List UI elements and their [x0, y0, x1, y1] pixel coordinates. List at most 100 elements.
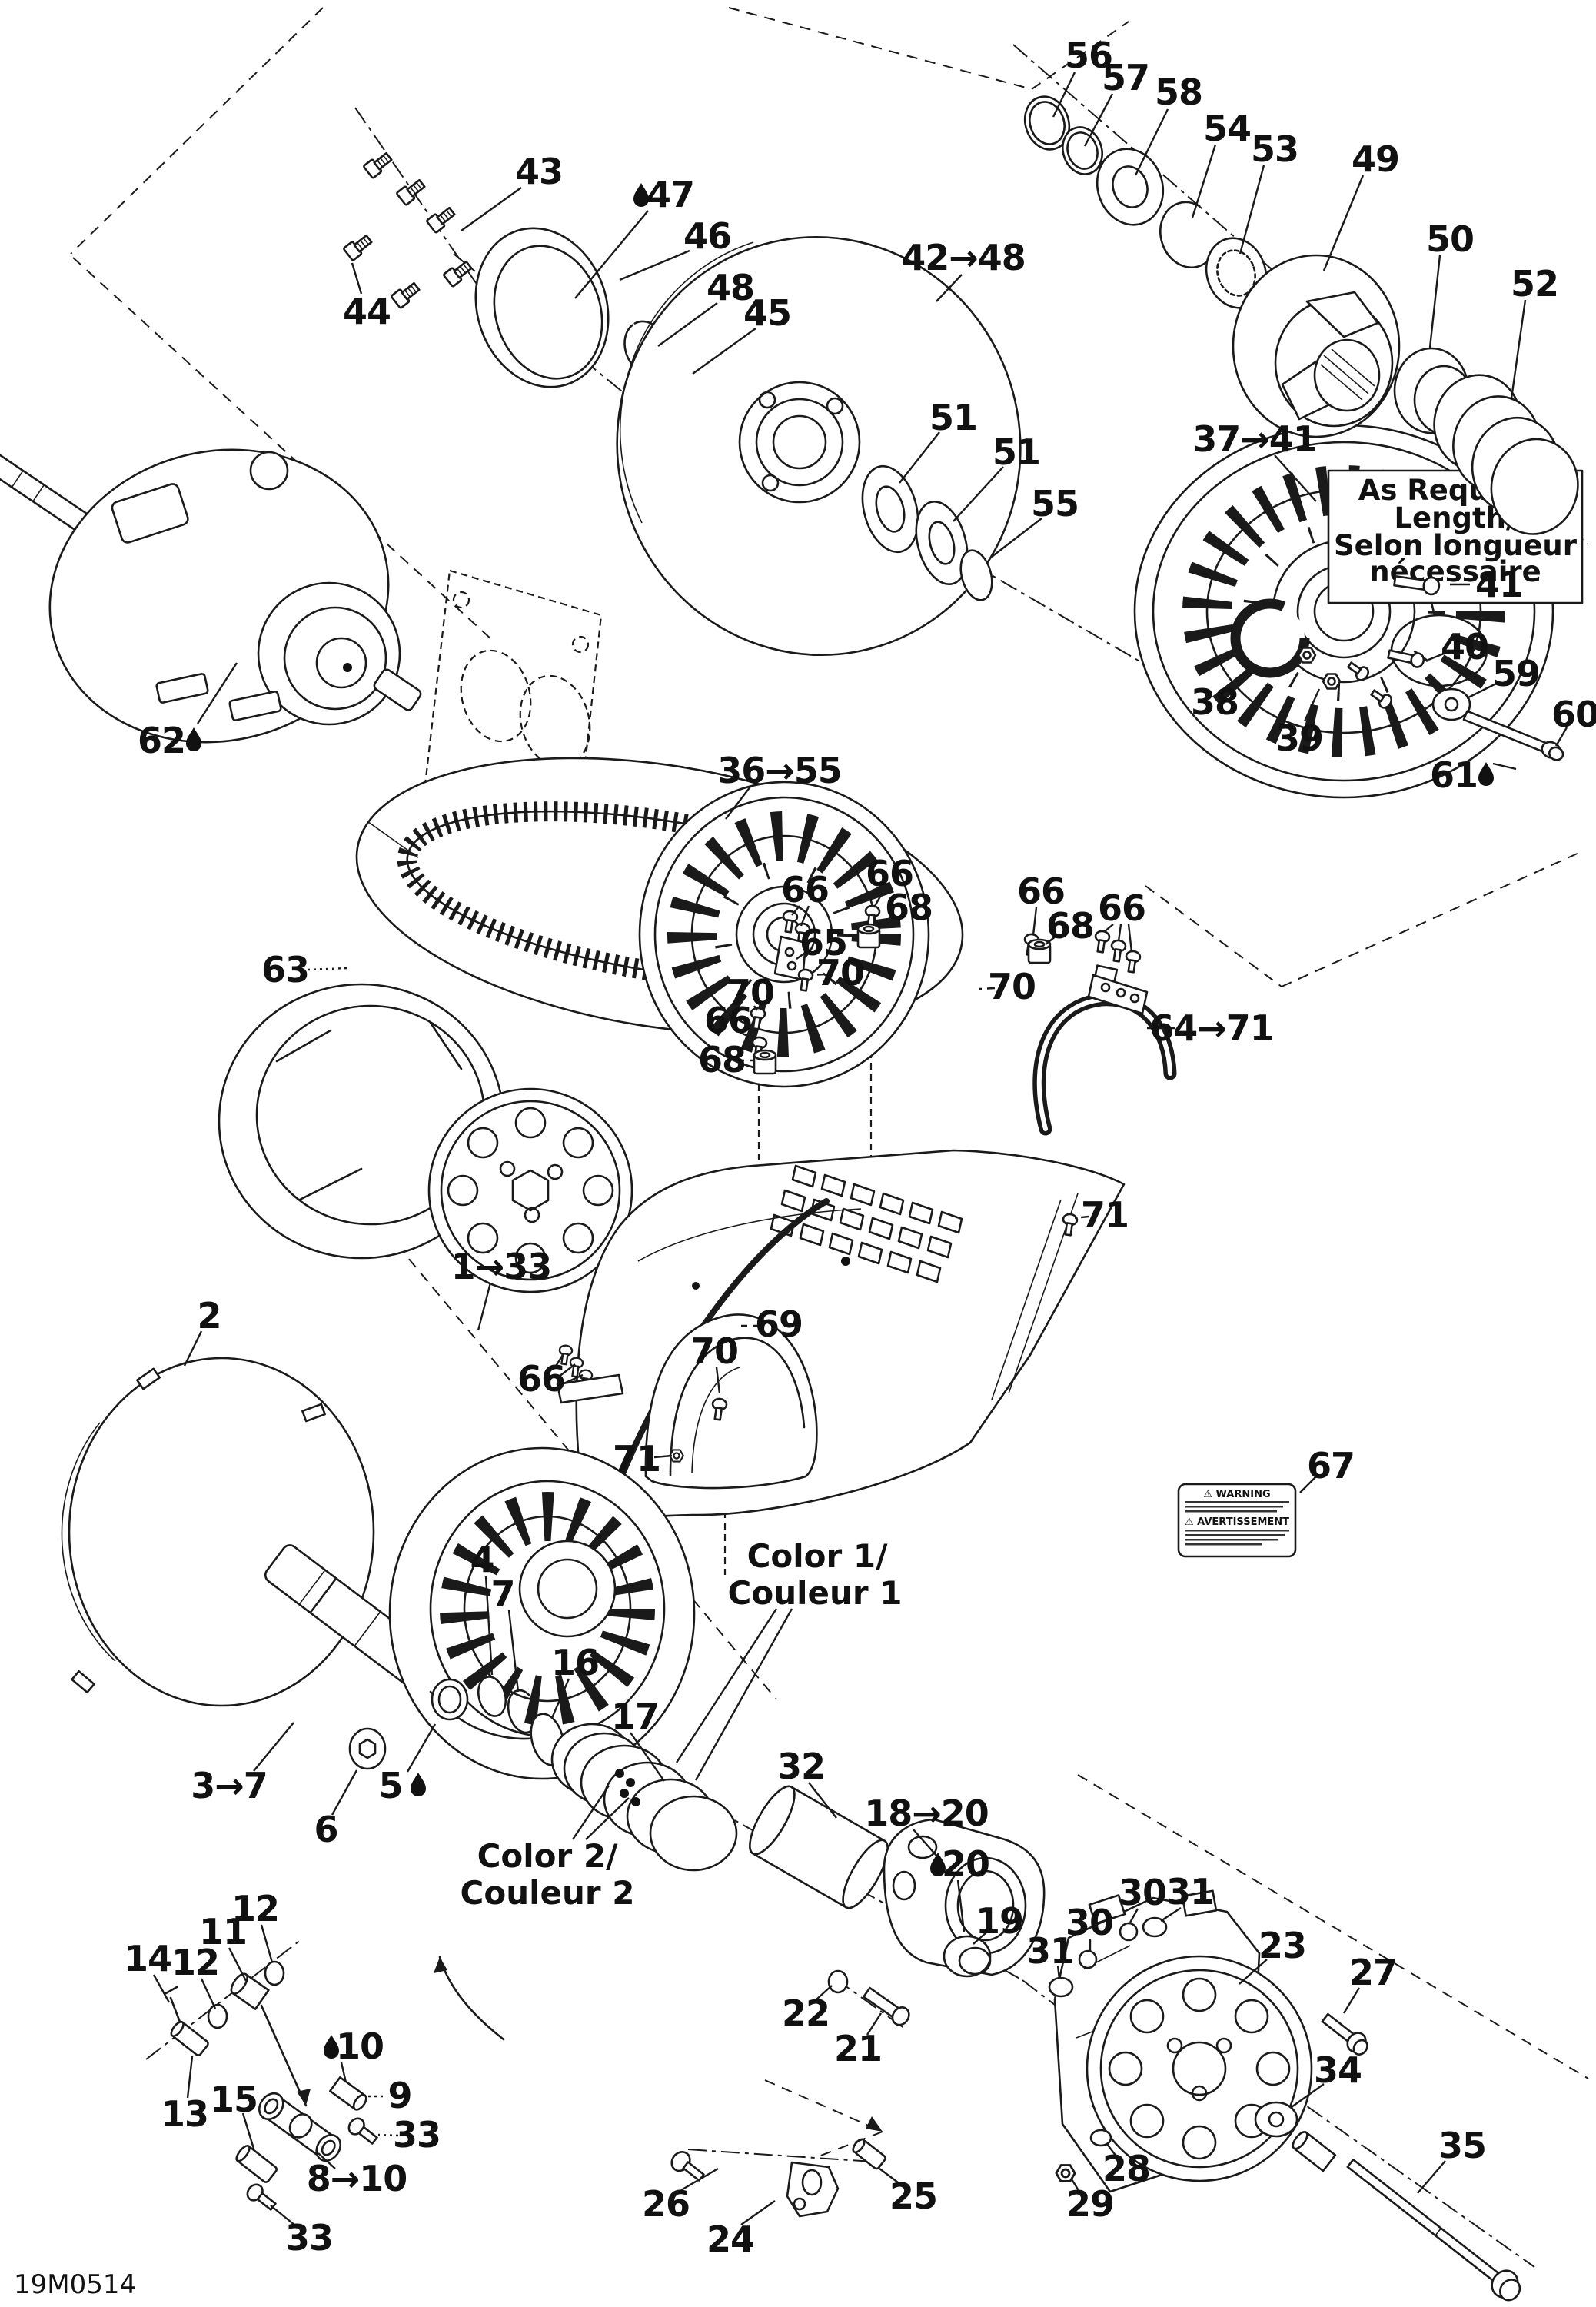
callout-16: 16	[551, 1642, 599, 1683]
callout-68: 68	[885, 887, 933, 928]
callout-24: 24	[707, 2219, 754, 2260]
callout-28: 28	[1102, 2148, 1150, 2189]
fixed-sheave-and-shaft-drawing	[61, 1357, 445, 1707]
callout-66: 66	[781, 869, 829, 910]
leader-line-28	[1106, 2143, 1117, 2157]
leader-line-60	[1554, 727, 1568, 747]
callout-39: 39	[1275, 717, 1323, 759]
leader-line-56	[1052, 72, 1076, 118]
callout-4: 4	[470, 1539, 494, 1580]
leader-line-16	[550, 1678, 570, 1719]
callout-42→48: 42→48	[901, 237, 1026, 278]
callout-71: 71	[1081, 1194, 1129, 1236]
callout-50: 50	[1426, 218, 1474, 260]
callout-15: 15	[210, 2079, 258, 2120]
leader-line-13	[186, 2056, 194, 2099]
callout-26: 26	[642, 2183, 690, 2225]
leader-line-12	[260, 1924, 274, 1963]
callout-41: 41	[1475, 564, 1523, 605]
callout-21: 21	[834, 2028, 882, 2069]
leader-line-27	[1342, 1987, 1361, 2014]
leader-line-66	[1117, 924, 1122, 942]
lubrication-drop-icon	[411, 1773, 426, 1796]
callout-30: 30	[1119, 1872, 1166, 1913]
leader-line-63	[307, 967, 348, 971]
leader-line-17	[630, 1732, 665, 1782]
callout-9: 9	[387, 2075, 411, 2116]
leader-line-35	[1417, 2160, 1446, 2194]
warning-heading-en: ⚠ WARNING	[1203, 1489, 1270, 1500]
retaining-ring-and-hardware-drawing	[1230, 598, 1395, 711]
callout-46: 46	[683, 215, 731, 257]
lever-8-10-icon	[258, 2092, 342, 2162]
leader-line-66	[1032, 907, 1038, 936]
leader-line-19	[973, 1931, 988, 1945]
callout-59: 59	[1492, 653, 1540, 694]
callout-58: 58	[1155, 72, 1202, 113]
spring-52-icon	[1433, 374, 1579, 535]
leader-line-5	[406, 1723, 437, 1773]
rocker-24-icon	[786, 2161, 840, 2218]
leader-line-3→7	[253, 1722, 294, 1772]
callout-63: 63	[261, 949, 309, 990]
color-note-1-line-2: Couleur 1	[728, 1574, 903, 1612]
leader-line-57	[1083, 93, 1114, 147]
callout-17: 17	[611, 1696, 659, 1737]
callout-30: 30	[1066, 1902, 1113, 1943]
leader-line-51	[899, 431, 940, 484]
warning-heading-fr: ⚠ AVERTISSEMENT	[1185, 1516, 1289, 1528]
secondary-pulley-small-parts-drawing	[1023, 95, 1579, 535]
leader-line-66	[558, 1363, 576, 1377]
leader-line-24	[740, 2200, 776, 2225]
callout-62: 62	[138, 720, 185, 761]
leader-line-66	[800, 905, 810, 927]
callout-5: 5	[378, 1765, 402, 1806]
leader-line-47	[574, 210, 649, 299]
leader-line-61	[1492, 762, 1517, 771]
callout-33: 33	[285, 2217, 333, 2259]
bolt-21-icon	[863, 1986, 910, 2026]
roller-housing-drawing	[827, 1818, 1046, 2026]
callout-69: 69	[755, 1303, 803, 1345]
callout-57: 57	[1102, 57, 1149, 98]
leader-line-37→41	[1274, 454, 1317, 502]
washer-and-shaft-drawing	[1431, 687, 1564, 761]
leader-line-30	[1129, 1908, 1139, 1923]
warning-label: ⚠ WARNING ⚠ AVERTISSEMENT	[1177, 1483, 1297, 1558]
fastener-set-drawing	[342, 148, 475, 310]
leader-line-7	[507, 1610, 520, 1693]
callout-51: 51	[929, 397, 977, 438]
leader-line-65	[796, 950, 808, 960]
bolt-27-icon	[1321, 2012, 1368, 2056]
leader-line-4	[484, 1576, 494, 1676]
drive-clutch-assembly-drawing	[218, 983, 633, 1293]
bolt-41-icon	[1393, 575, 1441, 596]
callout-49: 49	[1352, 138, 1399, 180]
callout-13: 13	[161, 2093, 208, 2135]
callout-20: 20	[942, 1843, 989, 1885]
callout-66: 66	[1098, 887, 1145, 929]
guard-fastener-cluster	[556, 904, 1142, 1463]
leader-line-10	[340, 2062, 347, 2083]
callout-55: 55	[1031, 483, 1079, 524]
leader-line-59	[1466, 681, 1498, 700]
callout-12: 12	[231, 1888, 279, 1929]
leader-line-8→10	[318, 2152, 336, 2169]
callout-66: 66	[1017, 871, 1065, 912]
callout-7: 7	[490, 1573, 514, 1615]
nut-29-icon	[1055, 2164, 1076, 2182]
color-note-leaders	[572, 1608, 793, 1840]
leader-line-66	[873, 889, 886, 908]
callout-70: 70	[816, 952, 864, 994]
leader-line-66	[739, 1030, 756, 1041]
callout-61: 61	[1430, 754, 1478, 796]
shim-washers-drawing	[861, 464, 993, 601]
callout-66: 66	[866, 853, 913, 894]
callout-14: 14	[124, 1938, 171, 1979]
leader-line-32	[808, 1782, 837, 1819]
leader-line-66	[1127, 924, 1133, 953]
color-note-1-line-1: Color 1/	[747, 1537, 888, 1575]
callout-1→33: 1→33	[451, 1246, 552, 1287]
